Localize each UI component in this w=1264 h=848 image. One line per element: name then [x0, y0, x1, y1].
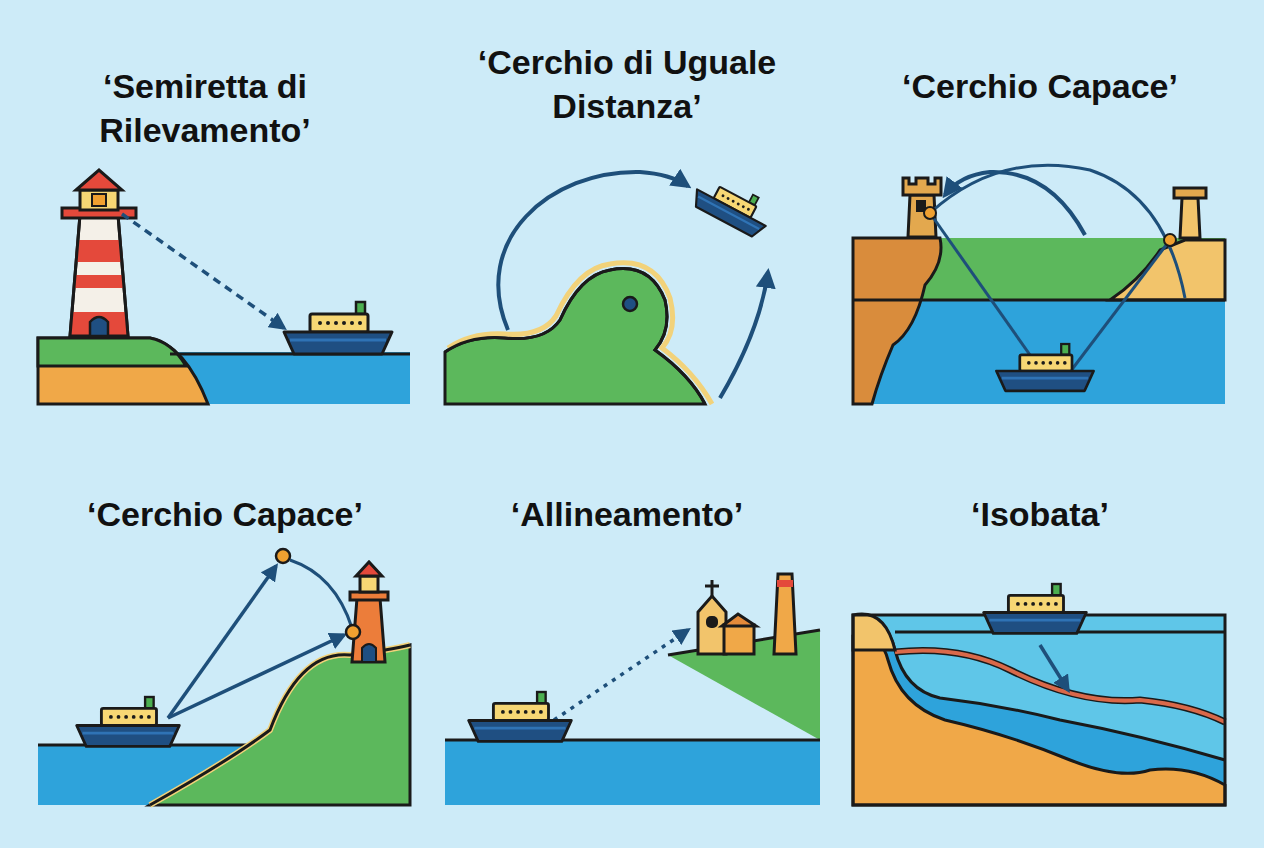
panel-title: ‘Cerchio Capace’ [830, 64, 1250, 108]
isobath-panel [853, 584, 1225, 805]
distance-panel [445, 170, 776, 404]
panel-title: ‘Semiretta di Rilevamento’ [55, 64, 355, 152]
panel-title: ‘Cerchio Capace’ [15, 492, 435, 536]
panel-title: ‘Isobata’ [830, 492, 1250, 536]
capable-circle-panel [853, 165, 1225, 404]
alignment-panel [445, 574, 820, 805]
bearing-panel [38, 170, 410, 404]
capable-circle-panel [38, 549, 410, 805]
panel-title: ‘Cerchio di Uguale Distanza’ [472, 40, 782, 128]
panel-title: ‘Allineamento’ [437, 492, 817, 536]
